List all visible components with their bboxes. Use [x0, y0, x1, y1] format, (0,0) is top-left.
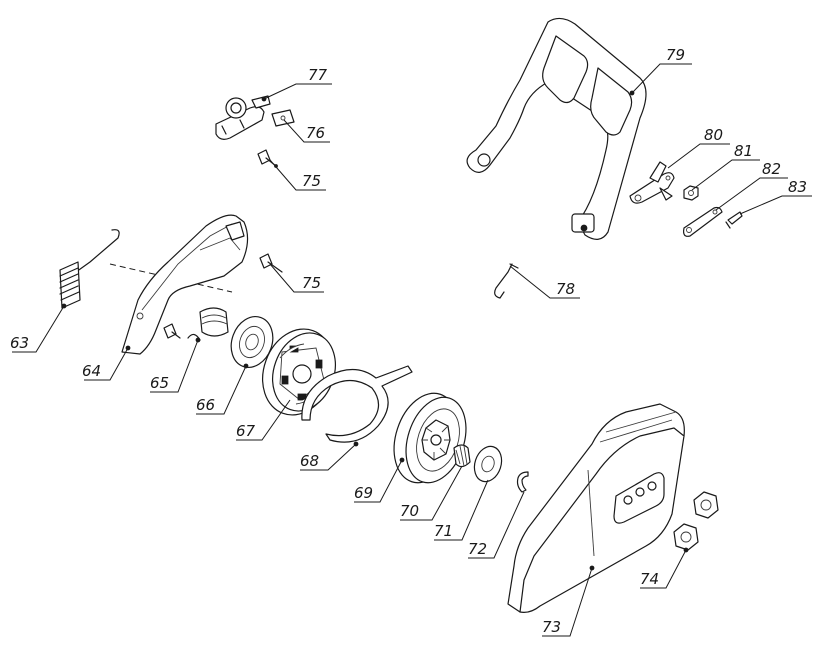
part-74-nuts — [673, 491, 719, 553]
label-66: 66 — [196, 396, 215, 414]
label-79: 79 — [666, 46, 685, 64]
label-72: 72 — [468, 540, 487, 558]
leader-77 — [263, 83, 332, 100]
leader-82 — [715, 177, 788, 211]
label-81: 81 — [734, 142, 753, 160]
leader-71 — [434, 479, 489, 541]
part-82-rod — [683, 206, 723, 237]
part-71-washer — [473, 445, 503, 483]
part-66-washer — [230, 316, 274, 369]
part-77-lever — [215, 95, 271, 140]
part-83-pin — [725, 211, 743, 229]
leader-79 — [631, 63, 692, 94]
label-67: 67 — [236, 422, 256, 440]
part-75-screw-lower — [259, 253, 283, 273]
leader-83 — [739, 195, 812, 215]
label-65: 65 — [150, 374, 169, 392]
label-78: 78 — [556, 280, 575, 298]
label-70: 70 — [400, 502, 419, 520]
part-63-spring — [59, 229, 120, 309]
label-75-upper: 75 — [302, 172, 321, 190]
part-65-pin — [163, 307, 229, 343]
leader-80 — [667, 143, 730, 169]
label-76: 76 — [306, 124, 325, 142]
part-69-clutch-drum — [393, 392, 467, 484]
part-73-sprocket-cover — [507, 403, 685, 613]
label-80: 80 — [704, 126, 723, 144]
label-82: 82 — [762, 160, 781, 178]
leader-68 — [300, 443, 357, 471]
part-number-labels: 63 64 65 66 67 68 69 70 71 72 73 74 75 7… — [10, 46, 807, 636]
label-63: 63 — [10, 334, 29, 352]
label-71: 71 — [434, 522, 453, 540]
part-64-brake-lever — [121, 214, 249, 355]
label-73: 73 — [542, 618, 561, 636]
leader-67 — [236, 399, 291, 441]
leader-74 — [640, 549, 687, 589]
label-75-lower: 75 — [302, 274, 321, 292]
leader-81 — [691, 159, 760, 191]
part-80-bracket — [629, 161, 675, 204]
leader-75-lower — [269, 263, 324, 293]
part-79-hand-guard — [466, 17, 647, 240]
leader-69 — [354, 459, 403, 503]
leader-76 — [283, 119, 330, 143]
part-75-screw-upper — [257, 149, 278, 168]
leader-78 — [509, 265, 580, 299]
part-76-plate — [271, 109, 295, 127]
part-78-wire-clip — [494, 263, 519, 299]
leader-70 — [400, 465, 463, 521]
leader-73 — [542, 567, 593, 637]
label-83: 83 — [788, 178, 807, 196]
part-70-needle-bearing — [453, 444, 471, 468]
label-68: 68 — [300, 452, 319, 470]
leader-64 — [84, 347, 129, 381]
label-74: 74 — [640, 570, 659, 588]
label-64: 64 — [82, 362, 101, 380]
leader-65 — [150, 339, 199, 393]
leader-75-upper — [269, 159, 326, 191]
leader-lines — [12, 63, 812, 637]
label-69: 69 — [354, 484, 373, 502]
leader-63 — [12, 305, 65, 353]
leader-66 — [196, 365, 247, 415]
leader-72 — [468, 491, 525, 559]
part-81-nut — [683, 185, 699, 201]
label-77: 77 — [308, 66, 328, 84]
part-72-e-clip — [516, 471, 529, 493]
